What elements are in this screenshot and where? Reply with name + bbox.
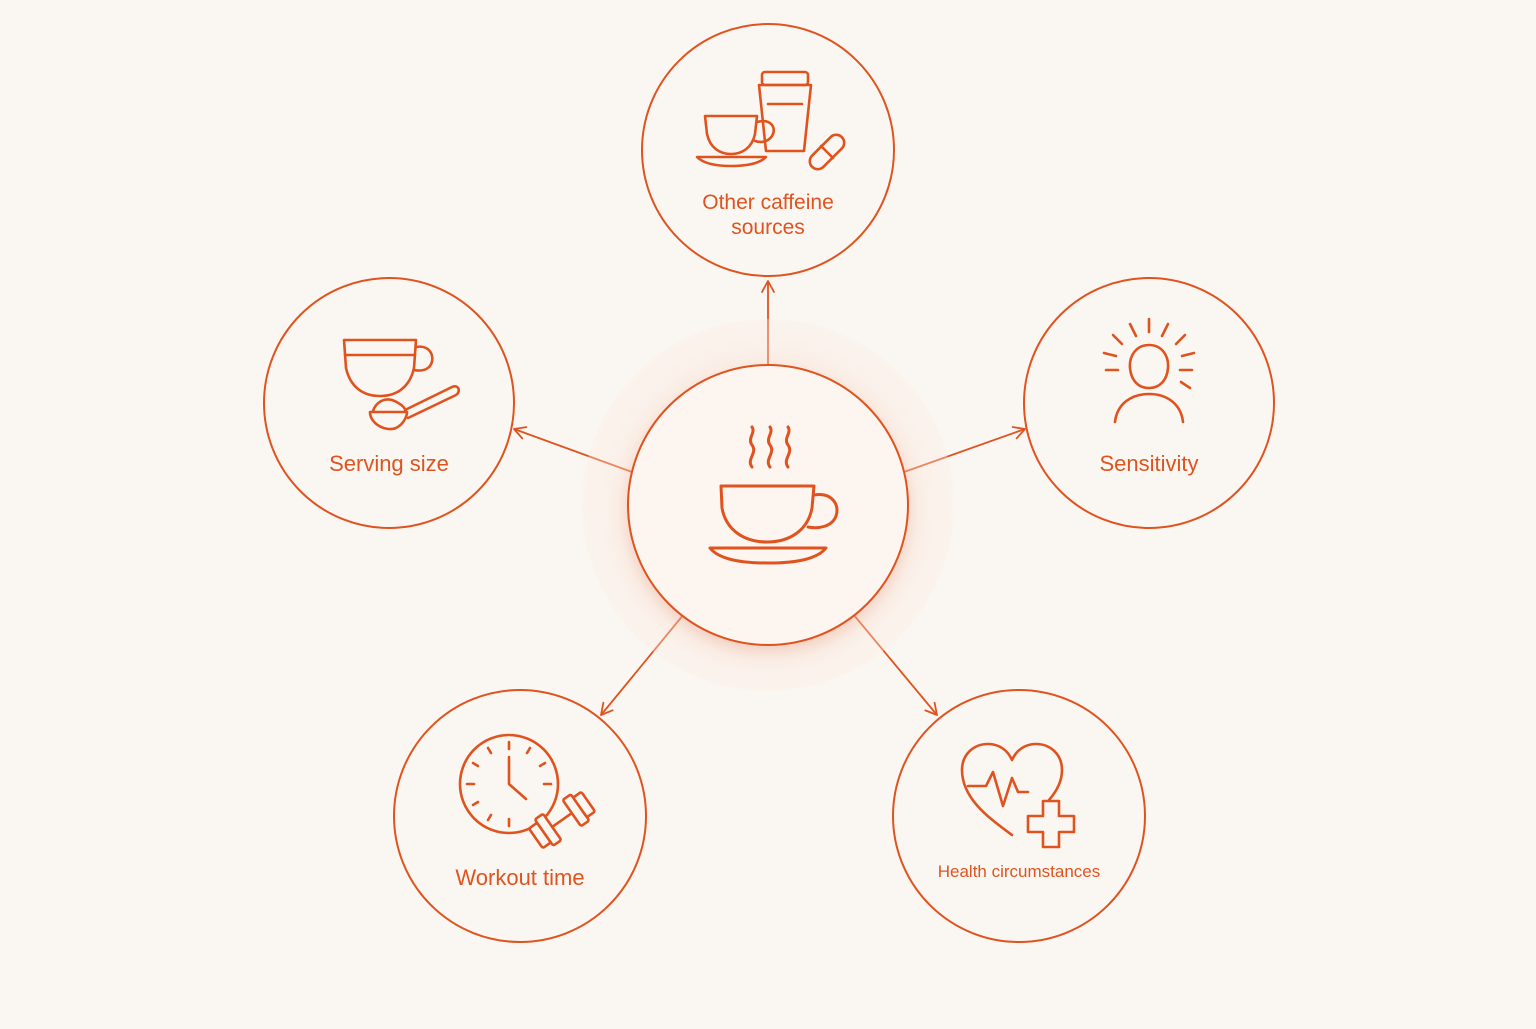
node-other-caffeine-sources	[641, 23, 895, 277]
node-circle	[1023, 277, 1275, 529]
label-workout-time: Workout time	[455, 864, 585, 890]
node-circle	[892, 689, 1146, 943]
node-serving-size	[263, 277, 515, 529]
label-other-caffeine-sources: Other caffeine sources	[702, 190, 834, 239]
center-circle	[627, 364, 909, 646]
node-circle	[263, 277, 515, 529]
drinks-and-pill-icon	[695, 70, 846, 171]
sensitive-person-icon	[1102, 317, 1196, 424]
label-serving-size: Serving size	[329, 450, 449, 476]
coffee-cup-icon	[708, 425, 839, 565]
center-node	[582, 319, 954, 691]
clock-dumbbell-icon	[458, 733, 596, 849]
cup-and-scoop-icon	[342, 338, 461, 431]
heart-cross-icon	[960, 742, 1076, 849]
node-circle	[393, 689, 647, 943]
label-health-circumstances: Health circumstances	[937, 861, 1101, 881]
node-sensitivity	[1023, 277, 1275, 529]
node-workout-time	[393, 689, 647, 943]
label-sensitivity: Sensitivity	[1099, 450, 1199, 476]
node-health-circumstances	[892, 689, 1146, 943]
